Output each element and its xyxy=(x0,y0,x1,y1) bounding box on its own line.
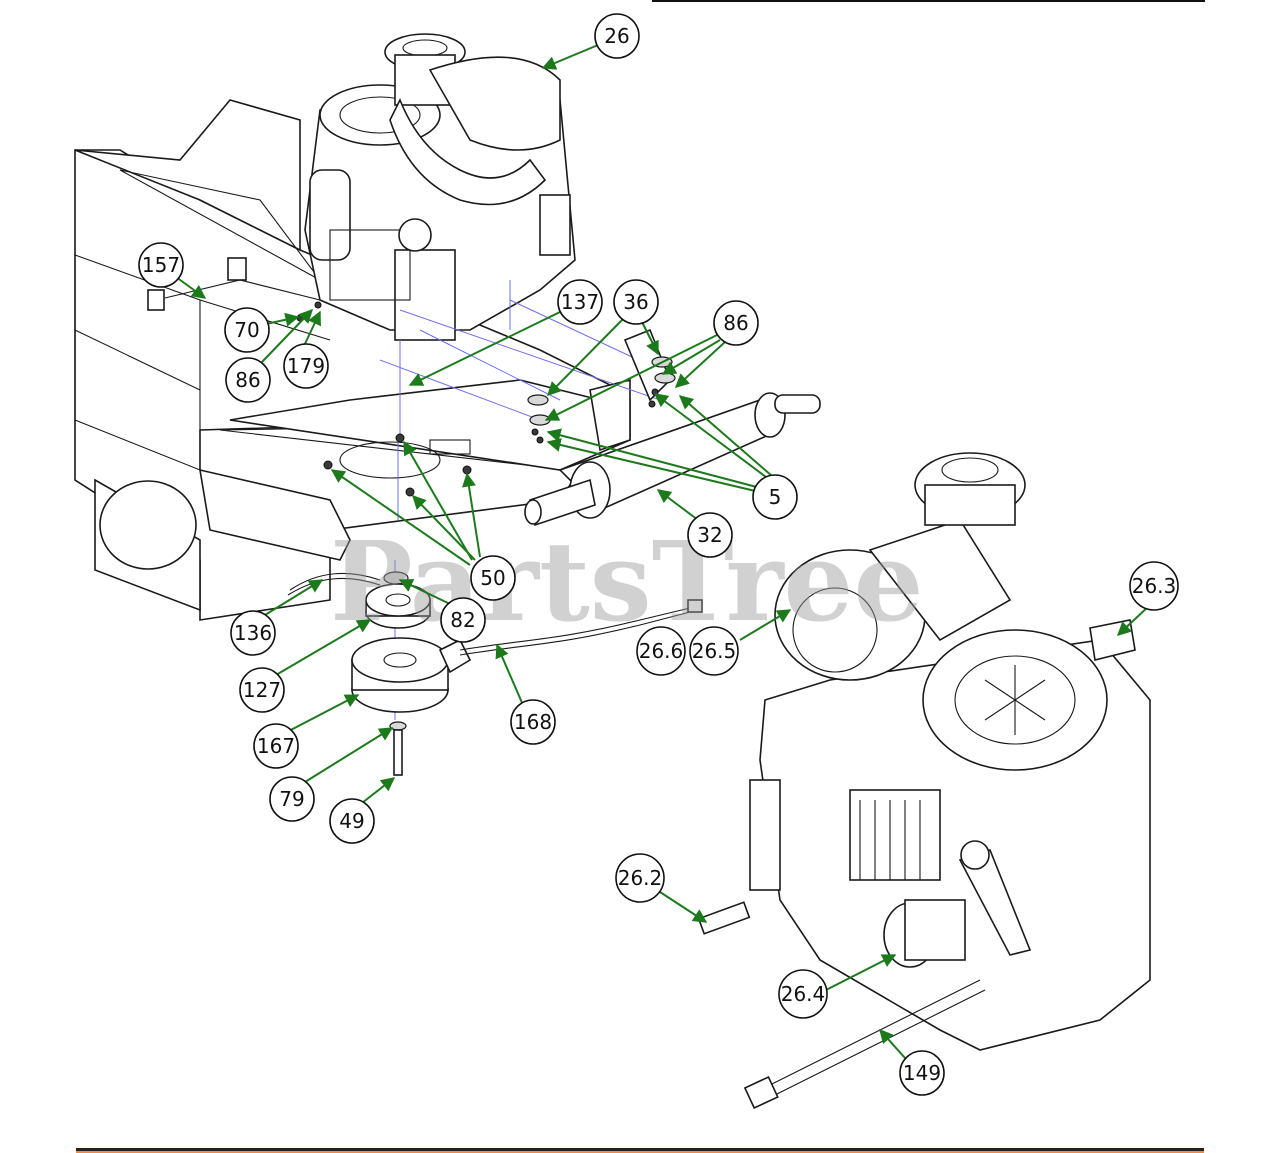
callout-26-3: 26.3 xyxy=(1129,561,1179,611)
callout-82: 82 xyxy=(440,597,486,643)
callout-26-4: 26.4 xyxy=(778,969,828,1019)
svg-text:49: 49 xyxy=(339,809,364,833)
svg-text:79: 79 xyxy=(279,787,304,811)
callout-32: 32 xyxy=(687,512,733,558)
callout-136: 136 xyxy=(230,610,276,656)
svg-text:136: 136 xyxy=(234,621,272,645)
callout-157: 157 xyxy=(138,242,184,288)
callout-70: 70 xyxy=(224,307,270,353)
callout-26-5: 26.5 xyxy=(689,626,739,676)
svg-text:26.4: 26.4 xyxy=(781,982,826,1006)
callout-36: 36 xyxy=(613,279,659,325)
svg-text:157: 157 xyxy=(142,253,180,277)
leader-lines xyxy=(175,44,1151,1059)
hardware-bits xyxy=(147,257,676,497)
engine-left xyxy=(304,33,576,341)
callout-50: 50 xyxy=(470,555,516,601)
svg-text:86: 86 xyxy=(723,311,748,335)
footer-bar xyxy=(76,1148,1204,1153)
callout-127: 127 xyxy=(239,667,285,713)
svg-text:36: 36 xyxy=(623,290,648,314)
callout-168: 168 xyxy=(510,699,556,745)
callout-86-left: 86 xyxy=(225,357,271,403)
svg-text:149: 149 xyxy=(903,1061,941,1085)
callout-49: 49 xyxy=(329,798,375,844)
top-rule xyxy=(652,0,1205,2)
svg-text:50: 50 xyxy=(480,566,505,590)
callout-137: 137 xyxy=(557,279,603,325)
svg-text:167: 167 xyxy=(257,734,295,758)
svg-text:32: 32 xyxy=(697,523,722,547)
callout-86-right: 86 xyxy=(713,300,759,346)
svg-text:137: 137 xyxy=(561,290,599,314)
svg-text:82: 82 xyxy=(450,608,475,632)
svg-text:168: 168 xyxy=(514,710,552,734)
svg-text:26.6: 26.6 xyxy=(639,639,684,663)
callout-179: 179 xyxy=(283,343,329,389)
svg-text:26.3: 26.3 xyxy=(1132,574,1177,598)
callout-149: 149 xyxy=(899,1050,945,1096)
engine-right xyxy=(697,452,1151,1110)
svg-text:26.2: 26.2 xyxy=(618,866,663,890)
clutch-stack xyxy=(287,571,703,776)
svg-text:5: 5 xyxy=(769,485,782,509)
callout-26: 26 xyxy=(594,13,640,59)
callout-26-6: 26.6 xyxy=(636,626,686,676)
callout-26-2: 26.2 xyxy=(615,853,665,903)
svg-text:26: 26 xyxy=(604,24,629,48)
svg-text:26.5: 26.5 xyxy=(692,639,737,663)
watermark: PartsTree xyxy=(330,517,924,646)
svg-text:127: 127 xyxy=(243,678,281,702)
callouts: 26 157 70 86 179 137 36 86 5 32 50 82 13… xyxy=(138,13,1179,1096)
callout-79: 79 xyxy=(269,776,315,822)
callout-5: 5 xyxy=(752,474,798,520)
svg-text:86: 86 xyxy=(235,368,260,392)
svg-text:179: 179 xyxy=(287,354,325,378)
callout-167: 167 xyxy=(253,723,299,769)
svg-text:70: 70 xyxy=(234,318,259,342)
